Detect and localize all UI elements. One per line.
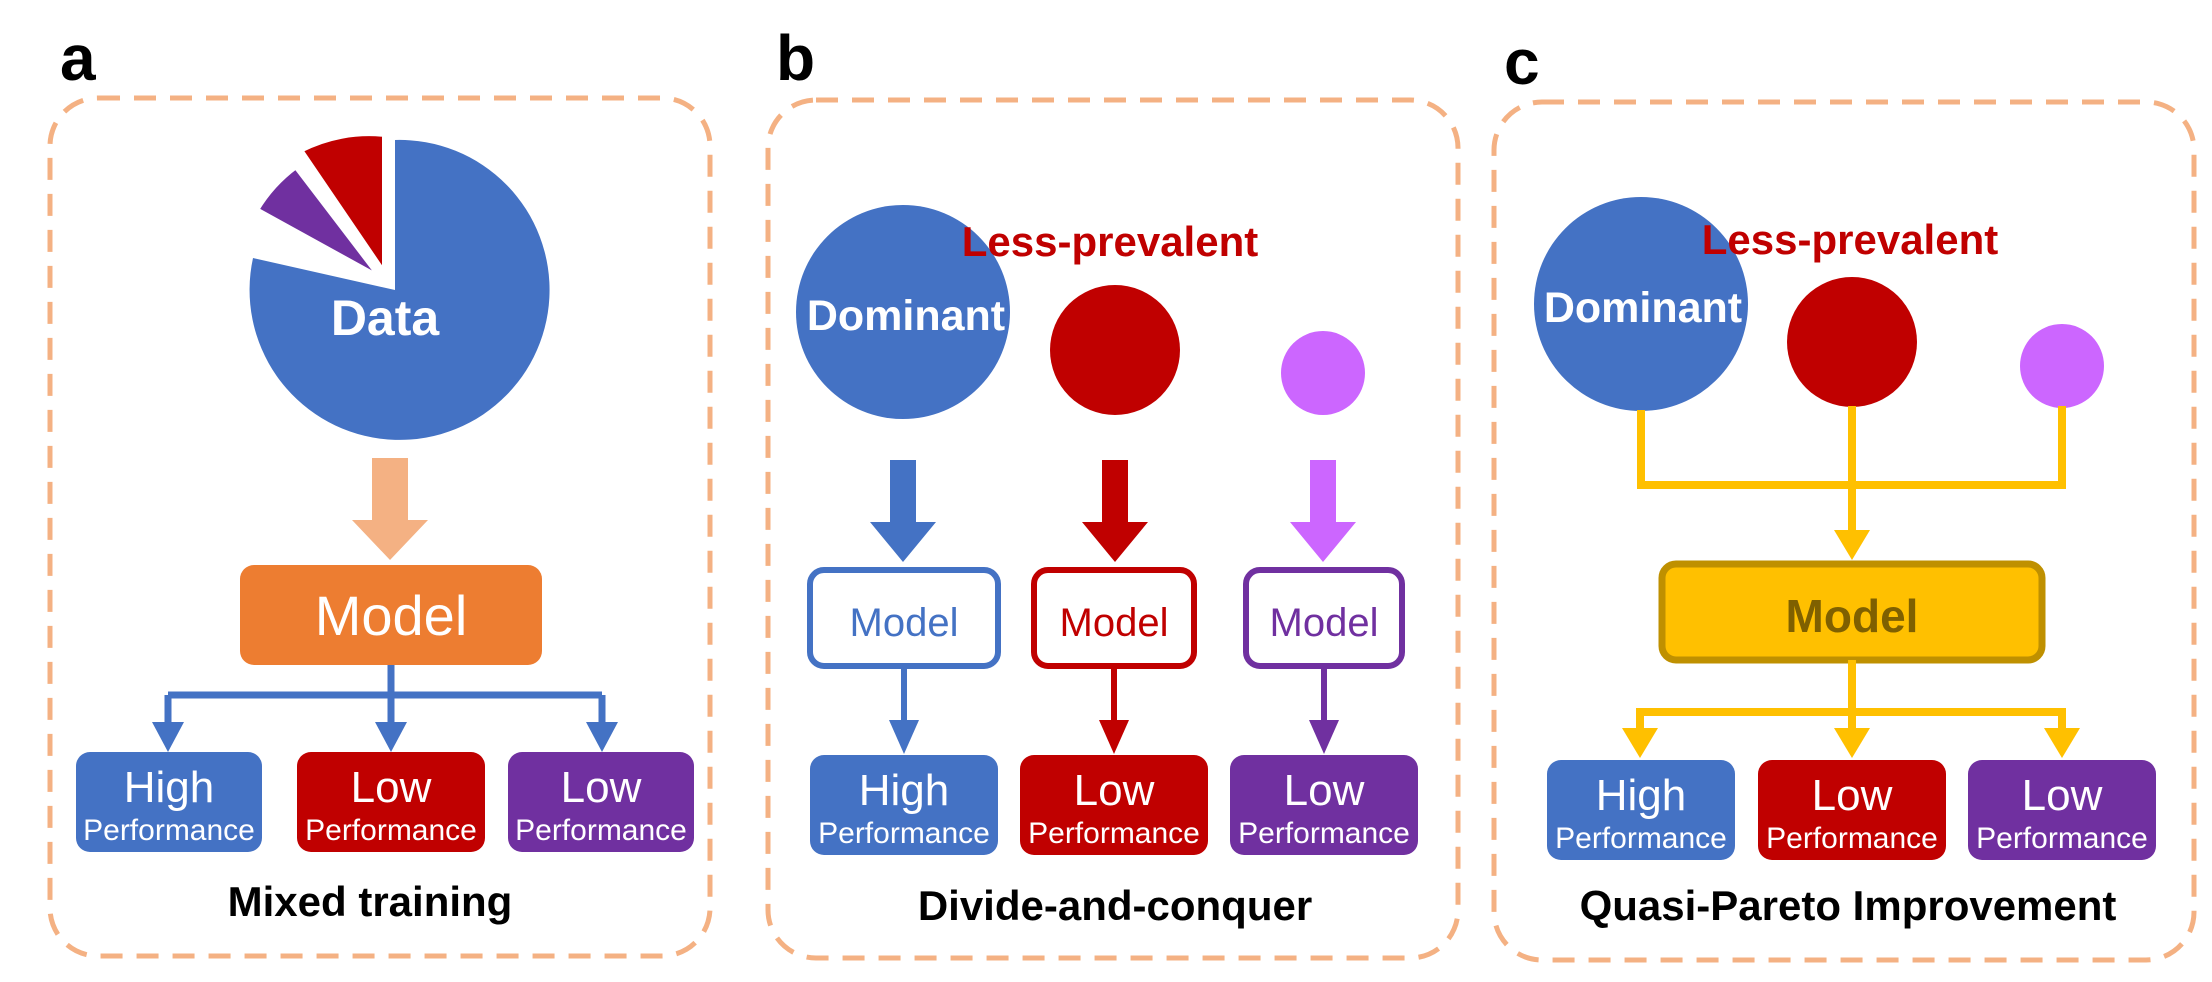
output-c-low-2	[1968, 760, 2156, 860]
output-a-low-1-main: Low	[351, 763, 432, 812]
panel-b-border	[765, 97, 1461, 961]
pie-slice-purple	[251, 161, 386, 283]
arrow-b-magenta	[1290, 460, 1356, 562]
model-label-a: Model	[315, 584, 468, 647]
output-b-low-1	[1020, 755, 1208, 855]
circle-red-b	[1050, 285, 1180, 415]
output-a-high-sub: Performance	[83, 814, 255, 847]
model-label-b-blue: Model	[850, 601, 959, 645]
output-a-high-main: High	[124, 763, 215, 812]
panel-c: c Dominant Less-prevalent Model High Per	[1491, 26, 2197, 963]
output-b-high-main: High	[859, 766, 950, 815]
output-b-low-1-main: Low	[1074, 766, 1155, 815]
output-c-low-2-sub: Performance	[1976, 822, 2148, 855]
panel-a-border	[47, 95, 713, 959]
caption-c: Quasi-Pareto Improvement	[1580, 882, 2117, 929]
data-label: Data	[331, 290, 441, 346]
model-box-a	[240, 565, 542, 665]
arrowhead-b-blue	[889, 720, 919, 754]
circle-magenta-c	[2020, 324, 2104, 408]
pie-slice-dominant	[249, 139, 550, 440]
arrowhead-b-red	[1099, 720, 1129, 754]
arrow-b-blue	[870, 460, 936, 562]
output-a-low-2	[508, 752, 694, 852]
output-a-low-2-main: Low	[561, 763, 642, 812]
output-a-low-1	[297, 752, 485, 852]
panel-b: b Dominant Less-prevalent Model Model Mo…	[765, 22, 1461, 961]
panel-a-letter: a	[60, 22, 96, 94]
circle-magenta-b	[1281, 331, 1365, 415]
circle-dominant-b	[796, 205, 1010, 419]
output-c-low-1	[1758, 760, 1946, 860]
panel-b-letter: b	[776, 22, 815, 94]
panel-a: a Data Model High Performance Low Pe	[47, 22, 713, 959]
output-b-high-sub: Performance	[818, 817, 990, 850]
output-b-high	[810, 755, 998, 855]
output-c-high-main: High	[1596, 771, 1687, 820]
arrowhead-c-to-model	[1834, 530, 1870, 560]
arrow-data-to-model	[352, 458, 428, 560]
output-a-low-2-sub: Performance	[515, 814, 687, 847]
connector-c-output	[1636, 660, 2066, 735]
output-b-low-2-sub: Performance	[1238, 817, 1410, 850]
arrowhead-b-purple	[1309, 720, 1339, 754]
output-c-low-1-sub: Performance	[1766, 822, 1938, 855]
output-b-low-2-main: Low	[1284, 766, 1365, 815]
caption-a: Mixed training	[228, 878, 513, 925]
circle-red-c	[1787, 277, 1917, 407]
dominant-label-b: Dominant	[807, 292, 1005, 340]
circle-dominant-c	[1534, 197, 1748, 411]
connector-c-input	[1637, 406, 2066, 540]
output-b-low-1-sub: Performance	[1028, 817, 1200, 850]
dominant-label-c: Dominant	[1544, 284, 1742, 332]
output-b-low-2	[1230, 755, 1418, 855]
output-c-high-sub: Performance	[1555, 822, 1727, 855]
pie-slice-red	[295, 130, 388, 285]
output-c-low-2-main: Low	[2022, 771, 2103, 820]
output-a-low-1-sub: Performance	[305, 814, 477, 847]
less-prevalent-label-c: Less-prevalent	[1702, 216, 1998, 263]
panel-c-letter: c	[1504, 26, 1540, 98]
panel-c-border	[1491, 99, 2197, 963]
caption-b: Divide-and-conquer	[918, 882, 1312, 929]
model-label-b-purple: Model	[1270, 601, 1379, 645]
output-c-high	[1547, 760, 1735, 860]
output-a-high	[76, 752, 262, 852]
arrowheads-c	[1622, 728, 2080, 758]
model-label-c: Model	[1786, 590, 1919, 642]
model-label-b-red: Model	[1060, 601, 1169, 645]
arrow-b-red	[1082, 460, 1148, 562]
less-prevalent-label-b: Less-prevalent	[962, 218, 1258, 265]
output-c-low-1-main: Low	[1812, 771, 1893, 820]
arrowheads-a	[152, 722, 618, 752]
